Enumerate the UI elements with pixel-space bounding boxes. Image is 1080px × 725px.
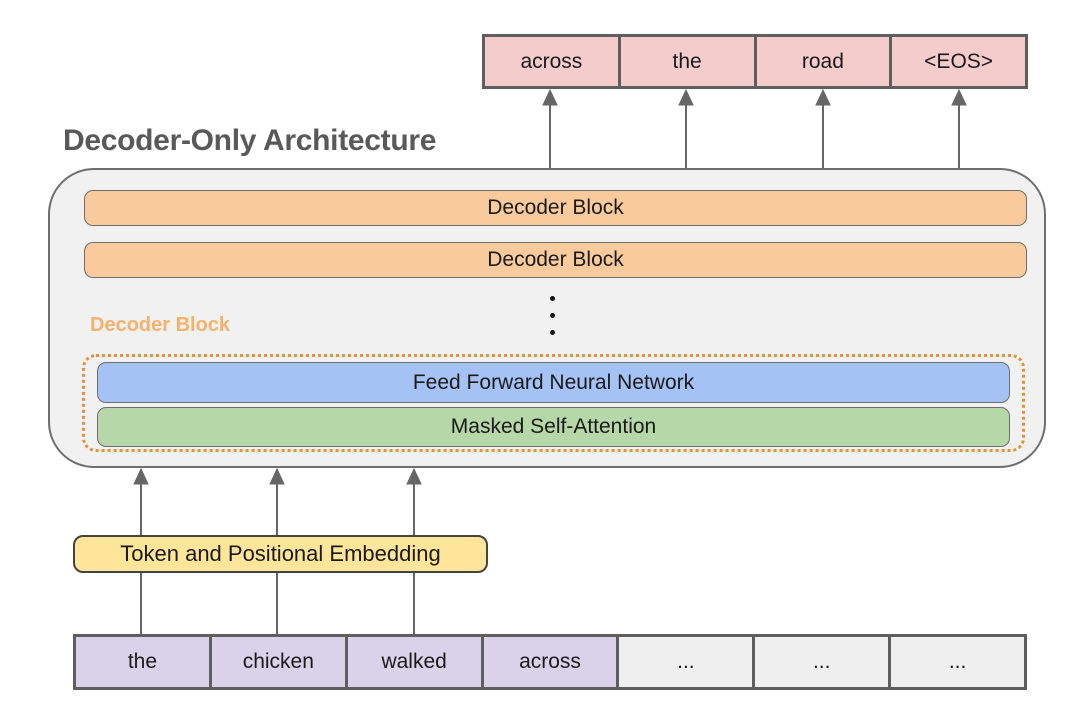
input-token-row: the chicken walked across ... ... ... — [73, 634, 1027, 690]
input-token: the — [76, 637, 209, 687]
output-token: road — [753, 37, 890, 86]
output-token: across — [485, 37, 618, 86]
input-token: chicken — [208, 637, 345, 687]
token-positional-embedding-box: Token and Positional Embedding — [73, 535, 488, 573]
output-token: the — [617, 37, 754, 86]
decoder-block-bar: Decoder Block — [84, 242, 1027, 278]
feed-forward-layer-bar: Feed Forward Neural Network — [97, 362, 1010, 403]
input-token-placeholder: ... — [616, 637, 753, 687]
input-token: walked — [344, 637, 481, 687]
output-arrow — [542, 88, 558, 168]
decoder-block-detail-outline: Feed Forward Neural Network Masked Self-… — [82, 354, 1025, 452]
page-title: Decoder-Only Architecture — [63, 124, 437, 157]
decoder-block-bar: Decoder Block — [84, 190, 1027, 226]
decoder-block-callout-label: Decoder Block — [90, 314, 231, 336]
output-token-eos: <EOS> — [889, 37, 1025, 86]
output-arrow — [951, 88, 967, 168]
input-token: across — [480, 637, 617, 687]
output-token-row: across the road <EOS> — [482, 34, 1028, 89]
masked-self-attention-bar: Masked Self-Attention — [97, 407, 1010, 447]
vertical-ellipsis-icon — [550, 296, 555, 335]
output-arrow — [815, 88, 831, 168]
input-token-placeholder: ... — [888, 637, 1025, 687]
output-arrow — [678, 88, 694, 168]
decoder-architecture-container: Decoder Block Decoder Block Decoder Bloc… — [48, 168, 1046, 468]
input-token-placeholder: ... — [752, 637, 889, 687]
